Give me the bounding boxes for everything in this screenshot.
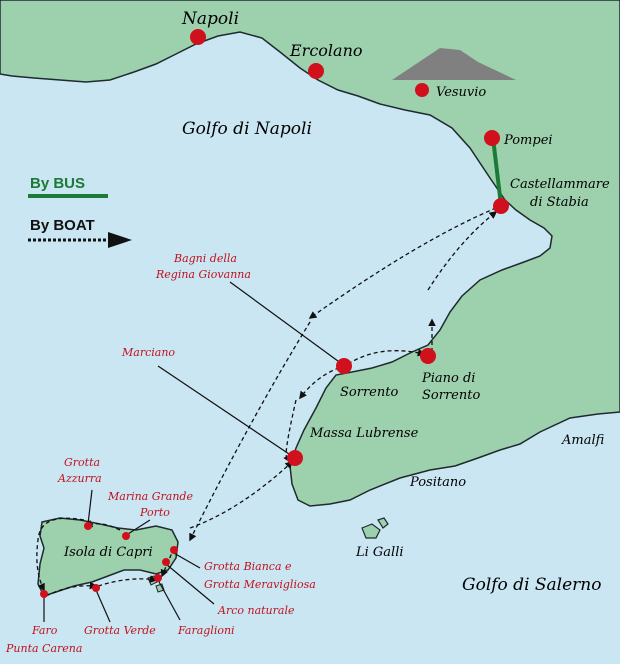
- label-piano-sorrento: Sorrento: [422, 388, 480, 403]
- marker-faraglioni[interactable]: [154, 574, 162, 582]
- route-sorrento-piano: [347, 348, 426, 365]
- route-capri-massa: [189, 460, 294, 529]
- marker-castellammare[interactable]: [493, 198, 509, 214]
- marker-grotta-verde[interactable]: [92, 584, 100, 592]
- marker-piano-di-sorrento[interactable]: [420, 348, 436, 364]
- label-castellammare: Castellammare: [510, 177, 610, 192]
- label-azzurra: Azzurra: [57, 472, 102, 485]
- label-ercolano: Ercolano: [289, 41, 363, 60]
- label-faraglioni: Faraglioni: [177, 624, 235, 637]
- label-pompei: Pompei: [503, 133, 553, 148]
- label-li-galli: Li Galli: [355, 545, 404, 560]
- leader-grotta-bianca: [171, 551, 201, 569]
- route-capri-west: [36, 517, 85, 592]
- leader-grotta-verde: [95, 589, 111, 623]
- bus-route: [491, 137, 503, 206]
- vesuvio-mountain: [392, 48, 516, 80]
- legend-bus-label: By BUS: [30, 175, 85, 192]
- label-grotta-verde: Grotta Verde: [84, 624, 156, 637]
- route-to-capri: [189, 321, 311, 542]
- boat-routes: [36, 207, 498, 597]
- marker-vesuvio[interactable]: [415, 83, 429, 97]
- route-castellammare-bagni: [308, 207, 497, 319]
- marker-grotta-azzurra[interactable]: [84, 522, 92, 530]
- leader-bagni: [229, 281, 343, 365]
- route-verde-faraglioni: [97, 575, 158, 587]
- leader-marina: [127, 519, 151, 535]
- route-sorrento-massa: [299, 365, 347, 400]
- route-sorrento-down: [283, 399, 297, 463]
- capri-island: [37, 517, 179, 597]
- label-punta-carena: Punta Carena: [5, 642, 82, 655]
- legend-boat-label: By BOAT: [30, 217, 95, 234]
- city-markers: [190, 29, 509, 466]
- label-isola-capri: Isola di Capri: [63, 545, 153, 560]
- label-grotta: Grotta: [64, 456, 100, 469]
- mainland: [0, 0, 620, 507]
- label-arco-naturale: Arco naturale: [217, 604, 295, 617]
- marker-massa-lubrense[interactable]: [287, 450, 303, 466]
- label-di-stabia: di Stabia: [530, 195, 589, 210]
- label-piano-di: Piano di: [421, 371, 475, 386]
- label-bagni-della: Bagni della: [173, 252, 237, 265]
- label-regina-giovanna: Regina Giovanna: [155, 268, 251, 281]
- marker-faro[interactable]: [40, 590, 48, 598]
- marker-napoli[interactable]: [190, 29, 206, 45]
- marker-marina-grande[interactable]: [122, 532, 130, 540]
- label-golfo-napoli: Golfo di Napoli: [182, 119, 312, 139]
- label-napoli: Napoli: [181, 9, 239, 29]
- li-galli-islet-small: [377, 517, 389, 529]
- label-leaders: [43, 281, 343, 623]
- leader-azzurra: [87, 489, 93, 525]
- label-grotta-bianca: Grotta Bianca e: [204, 560, 292, 573]
- leader-arco: [165, 563, 215, 605]
- label-amalfi: Amalfi: [561, 433, 604, 448]
- label-sorrento: Sorrento: [340, 385, 398, 400]
- label-faro: Faro: [31, 624, 58, 637]
- label-grotta-meravigliosa: Grotta Meravigliosa: [204, 578, 316, 591]
- label-marina-grande: Marina Grande: [107, 490, 193, 503]
- marker-grotta-bianca[interactable]: [170, 546, 178, 554]
- label-massa-lubrense: Massa Lubrense: [309, 426, 419, 441]
- label-vesuvio: Vesuvio: [436, 85, 486, 100]
- marker-pompei[interactable]: [484, 130, 500, 146]
- marker-arco-naturale[interactable]: [162, 558, 170, 566]
- route-marina-azzurra: [84, 519, 121, 531]
- legend-boat-arrow-icon: [108, 232, 132, 248]
- li-galli-islet: [361, 523, 381, 539]
- route-to-castellammare: [427, 211, 498, 291]
- leader-faraglioni: [157, 579, 181, 621]
- label-porto: Porto: [139, 506, 170, 519]
- label-positano: Positano: [409, 475, 466, 490]
- label-marciano: Marciano: [121, 346, 175, 359]
- marker-sorrento[interactable]: [336, 358, 352, 374]
- capri-markers: [40, 522, 178, 598]
- leader-marciano: [157, 365, 293, 457]
- label-golfo-salerno: Golfo di Salerno: [462, 575, 602, 595]
- marker-ercolano[interactable]: [308, 63, 324, 79]
